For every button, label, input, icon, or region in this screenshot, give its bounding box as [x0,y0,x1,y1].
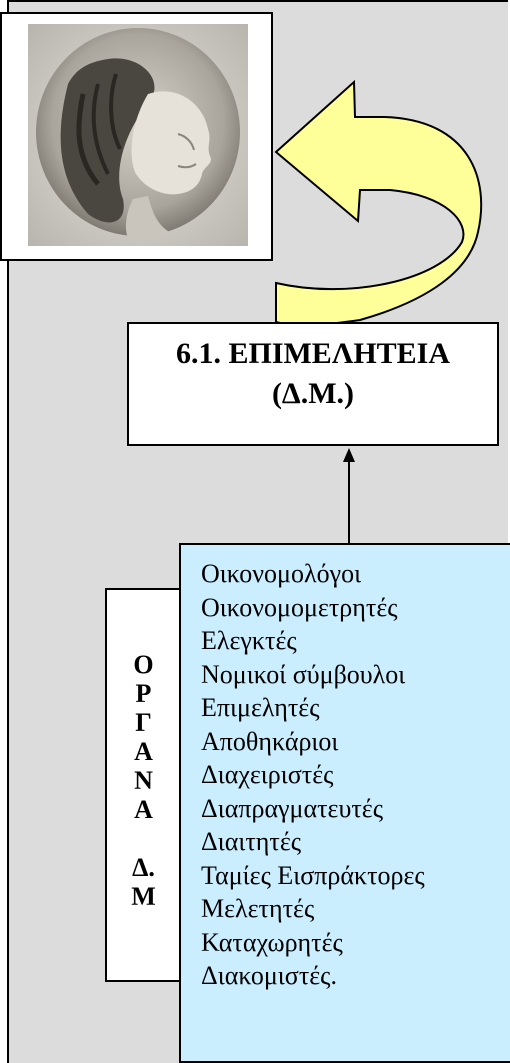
list-item: Οικονομομετρητές [201,592,398,622]
organa-letter: Α [134,795,153,824]
list-item: Διαιτητές [201,827,302,856]
organa-letter: Α [134,737,153,766]
arrows-layer [274,79,483,543]
list-item: Ελεγκτές [201,626,297,655]
list-item: Ταμίες Εισπράκτορες [201,860,425,890]
title-line-1: 6.1. ΕΠΙΜΕΛΗΤΕΙΑ [175,337,451,370]
organa-letter: Ο [133,650,154,679]
list-item: Επιμελητές [201,693,320,722]
organa-label-box: Ο Ρ Γ Α Ν Α Δ. Μ [105,588,182,982]
list-item: Διακομιστές. [201,961,337,990]
list-item: Διαχειριστές [201,760,334,789]
organs-list-box: Οικονομολόγοι Οικονομομετρητές Ελεγκτές … [179,543,510,1063]
organa-letter: Δ. [132,853,155,882]
coin-image-box [0,12,273,261]
title-box: 6.1. ΕΠΙΜΕΛΗΤΕΙΑ (Δ.Μ.) [127,322,499,446]
list-item: Καταχωρητές [201,927,343,957]
organa-letter: Μ [131,882,156,911]
list-item: Νομικοί σύμβουλοι [201,659,406,689]
title-line-2: (Δ.Μ.) [271,377,355,410]
list-item: Οικονομολόγοι [201,559,362,588]
organa-letters: Ο Ρ Γ Α Ν Α Δ. Μ [107,650,180,911]
organs-list: Οικονομολόγοι Οικονομομετρητές Ελεγκτές … [201,557,425,993]
list-item: Αποθηκάριοι [201,726,339,756]
organa-letter [107,824,180,853]
title-text: 6.1. ΕΠΙΜΕΛΗΤΕΙΑ (Δ.Μ.) [176,334,450,414]
organa-letter: Ρ [135,679,152,708]
up-arrow-head [343,448,355,462]
organa-letter: Γ [135,708,152,737]
list-item: Μελετητές [201,894,315,923]
coin-portrait-image [28,24,248,246]
organa-letter: Ν [134,766,153,795]
list-item: Διαπραγματευτές [201,793,384,823]
